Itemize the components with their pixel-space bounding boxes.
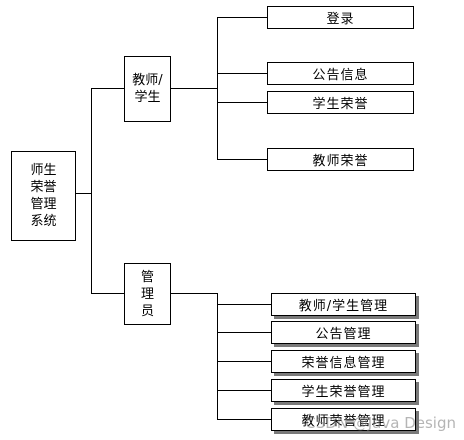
connector (217, 419, 271, 420)
watermark: CSDN @Java Design (305, 414, 456, 432)
connector (217, 390, 271, 391)
leaf-login: 登录 (267, 6, 414, 29)
leaf-honor-info-management: 荣誉信息管理 (271, 350, 416, 373)
connector (217, 332, 271, 333)
teacher-student-node: 教师/ 学生 (124, 56, 171, 122)
leaf-announcement-management: 公告管理 (271, 321, 416, 344)
admin-node: 管 理 员 (124, 263, 171, 325)
leaf-teacher-student-management: 教师/学生管理 (271, 293, 416, 316)
root-node: 师生 荣誉 管理 系统 (11, 151, 76, 241)
root-line: 系统 (30, 214, 57, 229)
node-line: 教师/ (132, 73, 163, 88)
connector (91, 293, 124, 294)
root-line: 师生 (30, 163, 57, 178)
root-line: 管理 (30, 197, 57, 212)
connector (217, 293, 218, 420)
leaf-teacher-honor-management: 教师荣誉管理 (271, 408, 416, 431)
connector (217, 159, 267, 160)
node-line: 学生 (134, 90, 161, 105)
connector (217, 73, 267, 74)
leaf-teacher-honor: 教师荣誉 (267, 148, 414, 171)
connector (217, 304, 271, 305)
connector (217, 102, 267, 103)
connector (91, 88, 124, 89)
node-line: 理 (140, 286, 154, 302)
leaf-announcement-info: 公告信息 (267, 62, 414, 85)
connector (171, 293, 217, 294)
leaf-student-honor-management: 学生荣誉管理 (271, 379, 416, 402)
root-line: 荣誉 (30, 180, 57, 195)
leaf-student-honor: 学生荣誉 (267, 91, 414, 114)
connector (75, 193, 91, 194)
node-line: 管 (140, 269, 154, 285)
connector (217, 17, 218, 160)
connector (217, 361, 271, 362)
connector (171, 88, 217, 89)
connector (91, 88, 92, 294)
node-line: 员 (140, 303, 154, 319)
connector (217, 17, 267, 18)
